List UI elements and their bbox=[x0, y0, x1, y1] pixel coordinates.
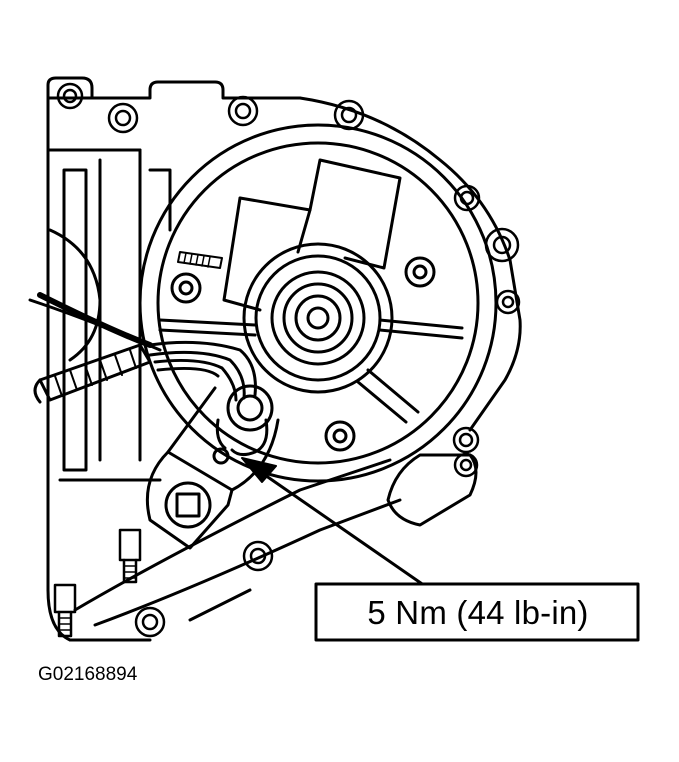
bolt-boss bbox=[56, 82, 84, 110]
sensor-bracket bbox=[145, 384, 280, 550]
bolt-boss bbox=[452, 426, 480, 454]
torque-callout-box bbox=[314, 582, 640, 642]
bolt-boss bbox=[107, 102, 139, 134]
figure-id-label: G02168894 bbox=[38, 664, 138, 685]
torque-leader-line bbox=[241, 457, 430, 590]
bolt-boss bbox=[227, 95, 259, 127]
case-housing bbox=[46, 76, 522, 642]
cover-plate bbox=[138, 123, 498, 483]
bolt-boss bbox=[134, 606, 166, 638]
bolt-boss bbox=[242, 540, 274, 572]
right-lug bbox=[386, 453, 478, 527]
wiring-harness bbox=[28, 292, 257, 404]
cover-boss bbox=[404, 256, 436, 288]
cover-boss bbox=[324, 420, 356, 452]
cover-boss bbox=[170, 272, 202, 304]
stud-bolts bbox=[53, 528, 142, 638]
